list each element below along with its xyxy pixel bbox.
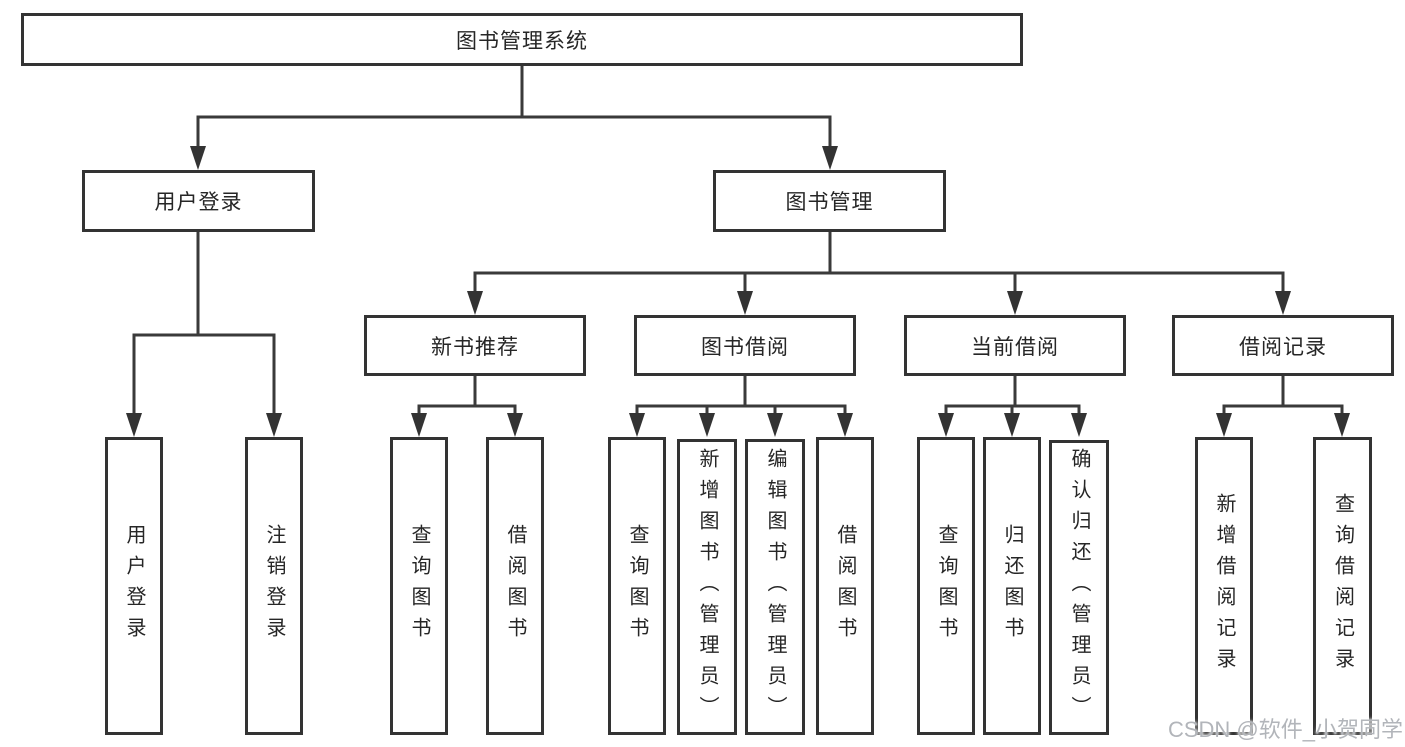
csdn-watermark: CSDN @软件_小贺同学 [1167,717,1403,742]
node-new-book-recommend: 新书推荐 [364,315,586,376]
leaf-user-login: 用户登录 [105,437,163,735]
leaf-recommend-query-book-label: 查询图书 [408,524,430,648]
node-book-borrow: 图书借阅 [634,315,856,376]
node-borrow-records-label: 借阅记录 [1239,335,1327,359]
arrowheads [126,146,1350,437]
leaf-confirm-return-admin-label: 确认归还（管理员） [1068,448,1090,727]
node-book-management-label: 图书管理 [785,191,874,214]
leaf-return-book-label: 归还图书 [1001,524,1023,648]
node-current-borrow-label: 当前借阅 [971,335,1059,359]
leaf-confirm-return-admin: 确认归还（管理员） [1049,440,1109,735]
leaf-user-login-label: 用户登录 [123,524,145,648]
leaf-borrow-query-book-label: 查询图书 [626,524,648,648]
node-root: 图书管理系统 [21,13,1023,66]
leaf-edit-book-admin: 编辑图书（管理员） [745,439,805,735]
leaf-recommend-query-book: 查询图书 [390,437,448,735]
leaf-borrow-query-book: 查询图书 [608,437,666,735]
node-book-borrow-label: 图书借阅 [701,335,789,359]
leaf-borrow-book-label: 借阅图书 [834,524,856,648]
leaf-query-borrow-record: 查询借阅记录 [1313,437,1372,735]
leaf-current-query-book: 查询图书 [917,437,975,735]
leaf-logout: 注销登录 [245,437,303,735]
leaf-return-book: 归还图书 [983,437,1041,735]
node-book-management: 图书管理 [713,170,946,232]
leaf-add-borrow-record-label: 新增借阅记录 [1213,493,1235,679]
node-user-login-branch: 用户登录 [82,170,315,232]
leaf-recommend-borrow-book: 借阅图书 [486,437,544,735]
leaf-add-book-admin-label: 新增图书（管理员） [696,447,718,727]
node-new-book-recommend-label: 新书推荐 [431,335,519,359]
node-borrow-records: 借阅记录 [1172,315,1394,376]
leaf-add-borrow-record: 新增借阅记录 [1195,437,1253,735]
leaf-current-query-book-label: 查询图书 [935,524,957,648]
node-user-login-branch-label: 用户登录 [154,191,243,214]
node-current-borrow: 当前借阅 [904,315,1126,376]
leaf-edit-book-admin-label: 编辑图书（管理员） [764,447,786,727]
leaf-query-borrow-record-label: 查询借阅记录 [1331,493,1354,679]
leaf-borrow-book: 借阅图书 [816,437,874,735]
leaf-recommend-borrow-book-label: 借阅图书 [504,524,526,648]
leaf-add-book-admin: 新增图书（管理员） [677,439,737,735]
leaf-logout-label: 注销登录 [263,524,285,648]
node-root-label: 图书管理系统 [456,29,588,53]
